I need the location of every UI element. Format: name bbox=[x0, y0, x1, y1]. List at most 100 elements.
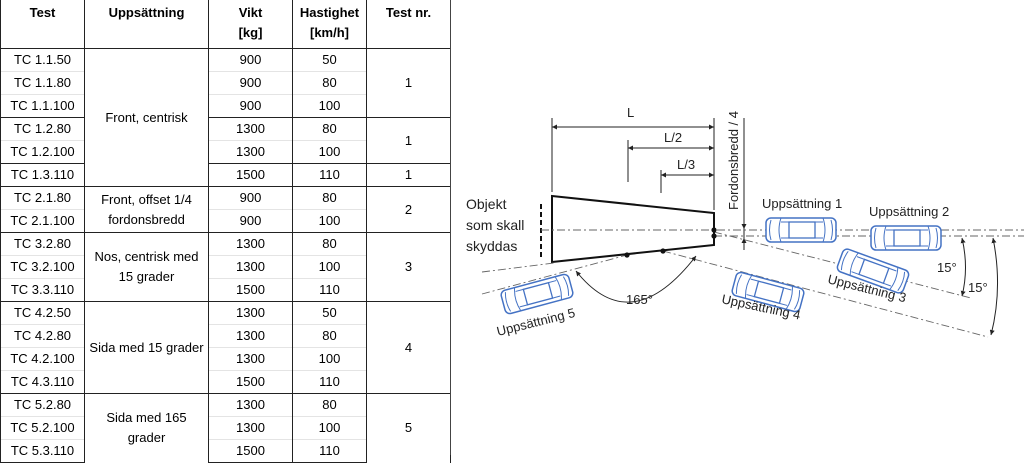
test-id-cell: TC 4.2.50 bbox=[0, 301, 85, 325]
test-number-cell: 5 bbox=[366, 393, 451, 463]
angle-arcs bbox=[575, 237, 998, 336]
setup-cell: Front, offset 1/4 fordonsbredd bbox=[84, 186, 209, 233]
test-id-cell: TC 4.2.80 bbox=[0, 324, 85, 348]
weight-cell: 1300 bbox=[208, 140, 293, 164]
speed-cell: 100 bbox=[292, 255, 367, 279]
speed-cell: 100 bbox=[292, 94, 367, 118]
weight-cell: 1300 bbox=[208, 347, 293, 371]
header-test-number: Test nr. bbox=[366, 0, 451, 49]
test-id-cell: TC 1.2.100 bbox=[0, 140, 85, 164]
object-label: Objekt som skall skyddas bbox=[466, 196, 528, 254]
test-number-cell: 3 bbox=[366, 232, 451, 302]
test-id-cell: TC 4.2.100 bbox=[0, 347, 85, 371]
weight-cell: 1300 bbox=[208, 232, 293, 256]
speed-cell: 80 bbox=[292, 393, 367, 417]
setup-cell: Sida med 15 grader bbox=[84, 301, 209, 394]
setup-2-label: Uppsättning 2 bbox=[869, 204, 949, 219]
speed-cell: 50 bbox=[292, 48, 367, 72]
test-id-cell: TC 1.2.80 bbox=[0, 117, 85, 141]
test-id-cell: TC 1.1.80 bbox=[0, 71, 85, 95]
object-to-protect bbox=[540, 194, 715, 264]
weight-cell: 900 bbox=[208, 94, 293, 118]
weight-cell: 1500 bbox=[208, 278, 293, 302]
weight-cell: 1500 bbox=[208, 370, 293, 394]
weight-cell: 1500 bbox=[208, 439, 293, 463]
speed-cell: 110 bbox=[292, 278, 367, 302]
weight-cell: 900 bbox=[208, 71, 293, 95]
speed-cell: 110 bbox=[292, 163, 367, 187]
speed-cell: 110 bbox=[292, 439, 367, 463]
weight-cell: 1300 bbox=[208, 393, 293, 417]
setup-cell: Front, centrisk bbox=[84, 48, 209, 187]
dim-l2-label: L/2 bbox=[664, 130, 682, 145]
weight-cell: 1500 bbox=[208, 163, 293, 187]
dim-l-label: L bbox=[627, 105, 634, 120]
speed-cell: 80 bbox=[292, 232, 367, 256]
speed-cell: 100 bbox=[292, 416, 367, 440]
setup-1-label: Uppsättning 1 bbox=[762, 196, 842, 211]
speed-cell: 50 bbox=[292, 301, 367, 325]
dim-l3-label: L/3 bbox=[677, 157, 695, 172]
dimension-lines bbox=[551, 118, 747, 250]
test-id-cell: TC 4.3.110 bbox=[0, 370, 85, 394]
speed-cell: 100 bbox=[292, 209, 367, 233]
header-weight: Vikt [kg] bbox=[208, 0, 293, 49]
test-id-cell: TC 1.3.110 bbox=[0, 163, 85, 187]
test-number-cell: 1 bbox=[366, 163, 451, 187]
test-setup-diagram: L L/2 L/3 Fordonsbredd / 4 Objekt som sk… bbox=[450, 0, 1024, 455]
test-id-cell: TC 1.1.100 bbox=[0, 94, 85, 118]
test-id-cell: TC 5.2.80 bbox=[0, 393, 85, 417]
test-id-cell: TC 5.3.110 bbox=[0, 439, 85, 463]
weight-cell: 1300 bbox=[208, 324, 293, 348]
test-id-cell: TC 3.2.80 bbox=[0, 232, 85, 256]
speed-cell: 80 bbox=[292, 324, 367, 348]
speed-cell: 80 bbox=[292, 117, 367, 141]
test-id-cell: TC 3.3.110 bbox=[0, 278, 85, 302]
speed-cell: 80 bbox=[292, 71, 367, 95]
test-id-cell: TC 2.1.80 bbox=[0, 186, 85, 210]
attachment-points bbox=[624, 227, 717, 258]
weight-cell: 1300 bbox=[208, 117, 293, 141]
test-id-cell: TC 2.1.100 bbox=[0, 209, 85, 233]
angle-15-label-a: 15° bbox=[937, 260, 957, 275]
test-id-cell: TC 1.1.50 bbox=[0, 48, 85, 72]
header-setup: Uppsättning bbox=[84, 0, 209, 49]
vehicle-width-label: Fordonsbredd / 4 bbox=[726, 111, 741, 210]
car-setup-1 bbox=[765, 217, 837, 243]
weight-cell: 1300 bbox=[208, 301, 293, 325]
test-id-cell: TC 3.2.100 bbox=[0, 255, 85, 279]
setup-cell: Sida med 165 grader bbox=[84, 393, 209, 463]
test-number-cell: 1 bbox=[366, 48, 451, 118]
speed-cell: 100 bbox=[292, 347, 367, 371]
header-speed: Hastighet [km/h] bbox=[292, 0, 367, 49]
test-number-cell: 4 bbox=[366, 301, 451, 394]
header-test: Test bbox=[0, 0, 85, 49]
weight-cell: 900 bbox=[208, 186, 293, 210]
weight-cell: 1300 bbox=[208, 255, 293, 279]
test-number-cell: 1 bbox=[366, 117, 451, 164]
setup-cell: Nos, centrisk med 15 grader bbox=[84, 232, 209, 302]
speed-cell: 100 bbox=[292, 140, 367, 164]
weight-cell: 1300 bbox=[208, 416, 293, 440]
weight-cell: 900 bbox=[208, 48, 293, 72]
angle-165-label: 165° bbox=[626, 292, 653, 307]
